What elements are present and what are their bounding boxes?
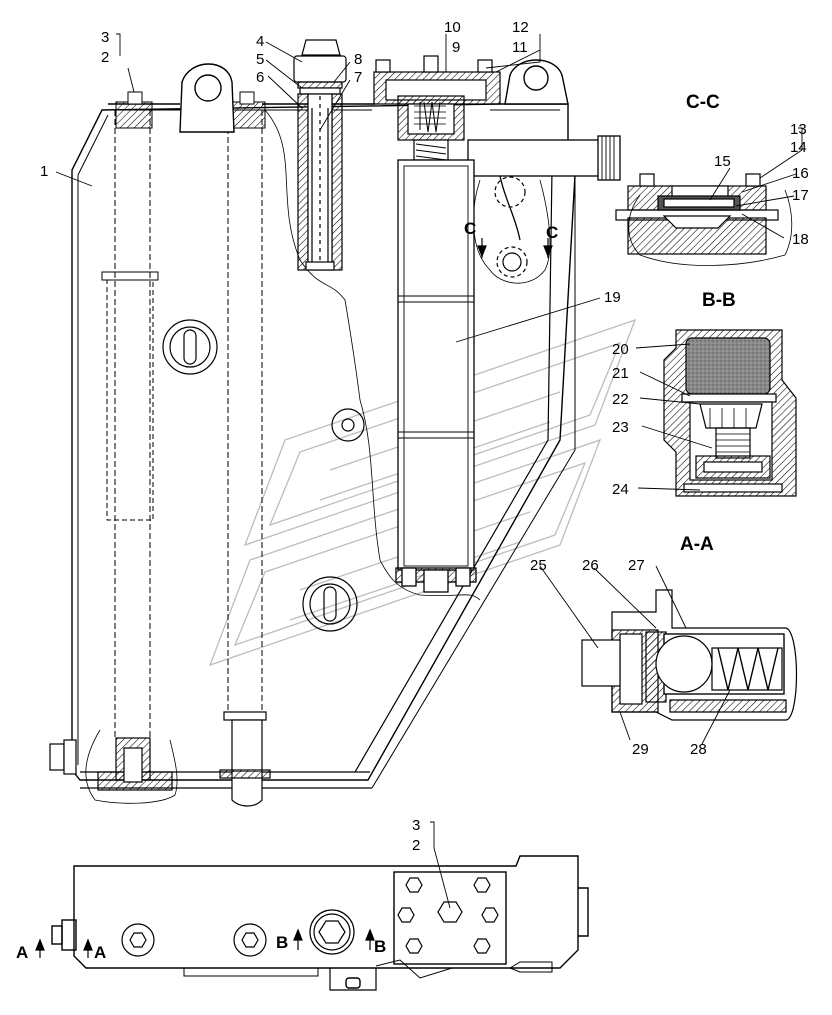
level-gauge: [293, 39, 347, 271]
part-label-25: 25: [530, 557, 547, 574]
part-label-7: 7: [354, 69, 362, 86]
filter-valve: [397, 95, 465, 161]
part-label-10: 10: [444, 19, 461, 36]
cut-mark-a-right: A: [94, 943, 106, 962]
section-bb-view: [663, 329, 797, 497]
part-label-16: 16: [792, 165, 809, 182]
filter-element: [395, 159, 477, 593]
part-label-1: 1: [40, 163, 48, 180]
part-label-27: 27: [628, 557, 645, 574]
part-label-24: 24: [612, 481, 629, 498]
top-left-bolts: [115, 91, 266, 129]
section-title-aa: A-A: [680, 534, 714, 555]
part-label-5: 5: [256, 51, 264, 68]
part-label-29: 29: [632, 741, 649, 758]
part-label-13: 13: [790, 121, 807, 138]
part-label-9: 9: [452, 39, 460, 56]
top-view-bolts: [121, 877, 499, 957]
cut-mark-b-right: B: [374, 937, 386, 956]
part-label-2: 2: [101, 49, 109, 66]
part-label-18: 18: [792, 231, 809, 248]
part-label-23: 23: [612, 419, 629, 436]
section-cc-view: [615, 173, 779, 255]
leader-lines: [55, 33, 803, 909]
part-label-4: 4: [256, 33, 264, 50]
lifting-eyes: [179, 59, 569, 133]
part-label-17: 17: [792, 187, 809, 204]
cut-mark-letters: C C B B A A: [16, 219, 558, 962]
part-label-8: 8: [354, 51, 362, 68]
cut-mark-c-right: C: [546, 223, 558, 242]
section-titles: C-C B-B A-A: [680, 92, 736, 555]
section-aa-view: [581, 589, 798, 721]
tank-top-view: [51, 855, 589, 991]
part-label-28: 28: [690, 741, 707, 758]
left-tubes: [101, 110, 263, 740]
cut-mark-a-left: A: [16, 943, 28, 962]
bottom-fittings: [49, 711, 271, 807]
part-label-12: 12: [512, 19, 529, 36]
section-title-bb: B-B: [702, 290, 736, 311]
part-label-22: 22: [612, 391, 629, 408]
cut-mark-c-left: C: [464, 219, 476, 238]
part-number-labels: 3 2 1 4 5 6 8 7 10 9 12 11 13 14 15 16 1…: [40, 19, 809, 854]
drain-plugs: [162, 176, 528, 632]
part-label-6: 6: [256, 69, 264, 86]
part-label-20: 20: [612, 341, 629, 358]
part-label-3-topview: 3: [412, 817, 420, 834]
cut-mark-b-left: B: [276, 933, 288, 952]
part-label-2-topview: 2: [412, 837, 420, 854]
part-label-19: 19: [604, 289, 621, 306]
part-label-3: 3: [101, 29, 109, 46]
cut-arrows: [35, 238, 553, 958]
outlet-pipe: [467, 135, 621, 241]
part-label-11: 11: [512, 39, 528, 56]
part-label-14: 14: [790, 139, 807, 156]
part-label-21: 21: [612, 365, 629, 382]
part-label-15: 15: [714, 153, 731, 170]
part-label-26: 26: [582, 557, 599, 574]
section-title-cc: C-C: [686, 92, 720, 113]
